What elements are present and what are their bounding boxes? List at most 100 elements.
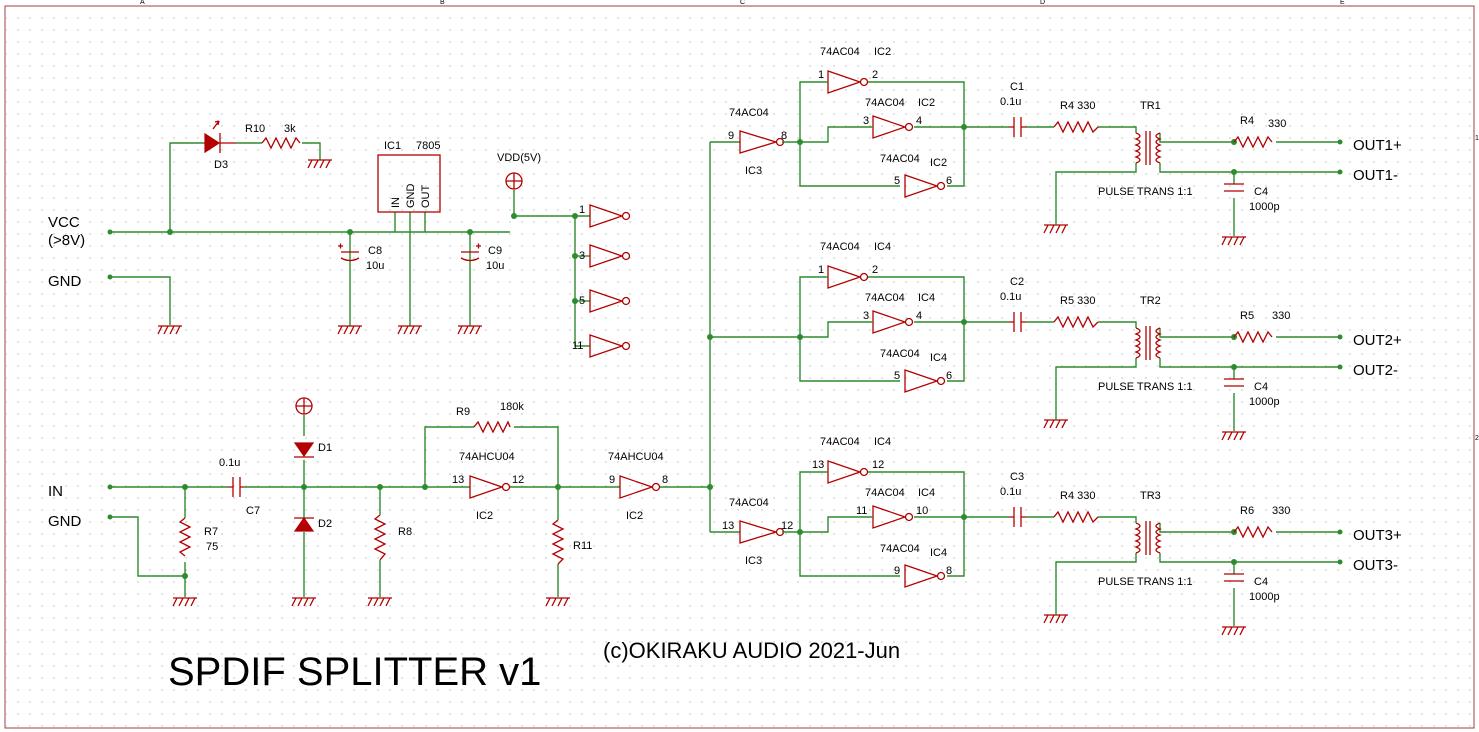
vdd-symbol: VDD(5V) — [497, 152, 541, 190]
junction-dot — [961, 124, 967, 130]
gate-output-wire — [868, 276, 965, 382]
channel-1: 74AC04 9 8 IC3 74AC04 IC2 1 2 74AC04 IC2… — [728, 46, 1402, 213]
inverter-bubble-icon — [859, 272, 869, 282]
gate-input-wire — [799, 81, 828, 142]
ch1-load-resistor-value: 330 — [1268, 118, 1286, 130]
ch3-cap: C3 — [1010, 471, 1024, 483]
transformer-core-icon — [1145, 521, 1151, 555]
gate-output-wire — [868, 471, 965, 577]
transformer-secondary-icon — [1155, 327, 1162, 359]
ch1-g2-out: 4 — [916, 115, 922, 127]
output-return-wire — [1159, 553, 1340, 563]
buffer-pin-out: 8 — [662, 474, 668, 486]
ch2-g3-out: 6 — [946, 370, 952, 382]
primary-return-wire — [1055, 553, 1137, 615]
buffer-pin-in: 9 — [609, 474, 615, 486]
ch2-cap-value: 0.1u — [1000, 291, 1021, 303]
ch1-series-resistor: R4 330 — [1060, 100, 1095, 112]
junction-dot — [797, 529, 803, 535]
out2-minus-label: OUT2- — [1353, 362, 1398, 379]
resistor-r7: R7 75 — [178, 517, 218, 557]
vcc-note: (>8V) — [48, 232, 85, 249]
ch2-g2-out: 4 — [916, 310, 922, 322]
ground-symbols — [157, 159, 1246, 636]
gate-input-wire — [799, 276, 828, 337]
ch1-g3-in: 5 — [894, 175, 900, 187]
gate-input-wire — [799, 532, 900, 577]
ch1-pre-in: 9 — [728, 130, 734, 142]
gnd-input-label: GND — [48, 513, 82, 530]
inverter-icon — [904, 369, 939, 393]
junction-dot — [1231, 364, 1237, 370]
sheet-border — [4, 5, 1475, 729]
out1-plus-label: OUT1+ — [1353, 137, 1402, 154]
inverter-icon — [589, 289, 624, 313]
ic1-label: IC1 — [384, 140, 401, 152]
c9-value: 10u — [486, 260, 504, 272]
transformer-core-icon — [1145, 131, 1151, 165]
port-labels: VCC (>8V) GND IN GND — [48, 214, 85, 530]
ch1-g1-ref: IC2 — [874, 46, 891, 58]
out3-plus-label: OUT3+ — [1353, 527, 1402, 544]
transformer-primary-icon — [1134, 327, 1141, 359]
gate-output-wire — [868, 81, 965, 187]
channel-2: 74AC04 IC4 1 2 74AC04 IC4 3 4 74AC04 IC4… — [818, 241, 1402, 408]
vdd-label: VDD(5V) — [497, 152, 541, 164]
buffer-type: 74AHCU04 — [608, 451, 664, 463]
inverter-icon — [904, 174, 939, 198]
ch3-g2-in: 11 — [856, 505, 867, 517]
load-resistor-icon — [1233, 135, 1273, 149]
inverter-bubble-icon — [904, 512, 914, 522]
ch2-g2-in: 3 — [863, 310, 869, 322]
transformer-secondary-icon — [1155, 522, 1162, 554]
amp-pin-in: 13 — [452, 474, 464, 486]
ch3-load-cap: C4 — [1254, 576, 1268, 588]
amp-ref: IC2 — [476, 510, 493, 522]
junction-dot — [797, 334, 803, 340]
ch2-g3-type: 74AC04 — [880, 348, 920, 360]
inverter-bubble-icon — [501, 482, 511, 492]
ic1-pin-out: OUT — [420, 185, 432, 209]
inverter-bubble-icon — [936, 571, 946, 581]
transformer-secondary-icon — [1155, 132, 1162, 164]
inverter-bubble-icon — [621, 251, 631, 261]
ch3-pre-type: 74AC04 — [729, 497, 769, 509]
ground-icon — [337, 325, 362, 335]
unused-gate-2-in: 3 — [579, 250, 585, 262]
amp-pin-out: 12 — [512, 474, 524, 486]
ch2-g2-type: 74AC04 — [865, 292, 905, 304]
unused-gate-3-in: 5 — [579, 295, 585, 307]
ch3-pre-ref: IC3 — [745, 555, 762, 567]
copyright-text: (c)OKIRAKU AUDIO 2021-Jun — [603, 638, 900, 663]
primary-wire — [1098, 516, 1137, 523]
ch1-load-cap-value: 1000p — [1249, 201, 1280, 213]
buffer-ref: IC2 — [626, 510, 643, 522]
inverter-bubble-icon — [859, 77, 869, 87]
ground-icon — [367, 597, 392, 607]
led-d3: D3 — [204, 120, 236, 171]
ic1-pin-in: IN — [390, 197, 402, 208]
c9-label: C9 — [488, 245, 502, 257]
ground-icon — [291, 597, 316, 607]
coupling-capacitor-icon — [1009, 312, 1026, 332]
unused-gate-4-in: 11 — [572, 340, 583, 352]
d3-label: D3 — [214, 159, 228, 171]
ground-icon — [157, 325, 182, 335]
zone-letter: B — [440, 0, 445, 6]
c7-value: 0.1u — [219, 457, 240, 469]
ch2-transformer: TR2 — [1140, 295, 1161, 307]
ch2-g1-type: 74AC04 — [820, 241, 860, 253]
junction-dot — [797, 139, 803, 145]
ic1-value: 7805 — [416, 140, 440, 152]
primary-return-wire — [1055, 163, 1137, 225]
ch3-load-resistor: R6 — [1240, 505, 1254, 517]
ch1-pre-type: 74AC04 — [729, 107, 769, 119]
ch1-g1-in: 1 — [818, 69, 824, 81]
ch2-load-cap: C4 — [1254, 381, 1268, 393]
transformer-primary-icon — [1134, 132, 1141, 164]
ground-icon — [457, 325, 482, 335]
ch3-transformer-note: PULSE TRANS 1:1 — [1098, 576, 1193, 588]
junction-dot — [961, 319, 967, 325]
zone-letter: A — [140, 0, 145, 6]
ch2-series-resistor: R5 330 — [1060, 295, 1095, 307]
